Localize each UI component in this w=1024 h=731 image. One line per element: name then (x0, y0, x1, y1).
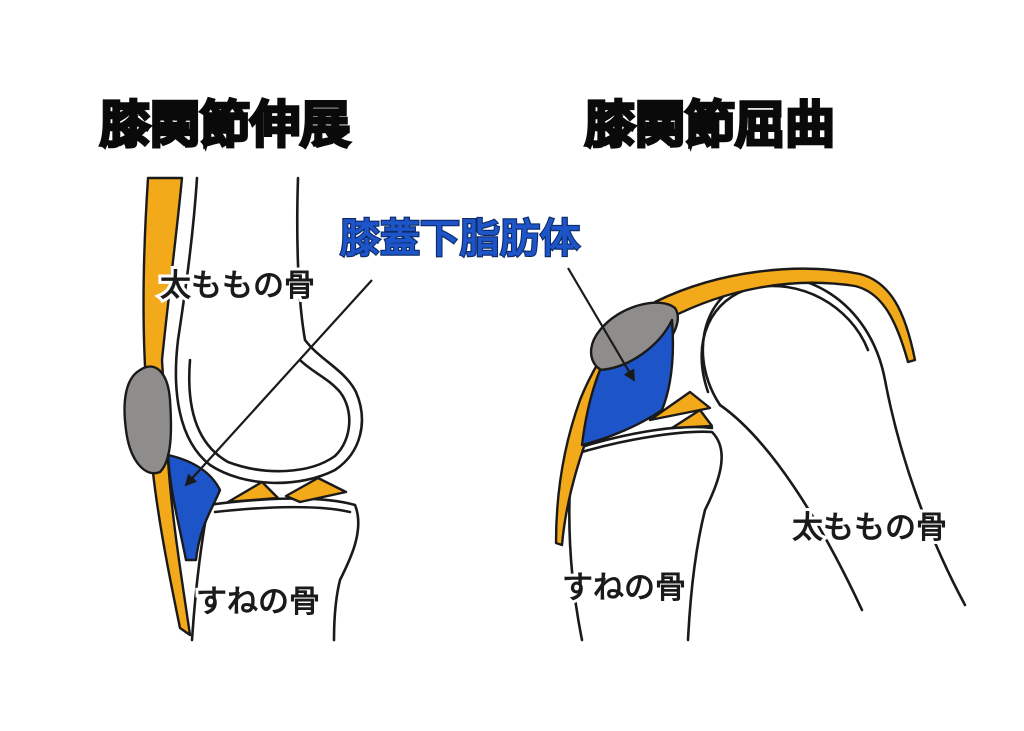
pointer-extension-fat-pad (184, 279, 373, 487)
extension-femur (174, 176, 364, 485)
flexion-meniscus-lower (670, 408, 714, 430)
title-flexion: 膝関節屈曲 (585, 96, 835, 154)
flexion-femur-back (718, 403, 864, 612)
extension-meniscus-left (226, 480, 280, 504)
extension-femur-label: 太ももの骨 (160, 268, 315, 304)
extension-tibia-plateau (213, 505, 352, 514)
flexion-meniscus-upper (648, 390, 712, 422)
extension-tibia-label: すねの骨 (196, 584, 320, 620)
flexion-femur-label: 太ももの骨 (792, 510, 947, 546)
extension-diagram (123, 176, 364, 642)
title-extension: 膝関節伸展 (100, 96, 350, 154)
extension-patella (123, 365, 173, 475)
flexion-tibia (570, 430, 723, 642)
extension-meniscus-right (284, 476, 348, 504)
flexion-diagram (554, 267, 967, 642)
extension-femur-inner (188, 358, 351, 473)
fat-pad-label: 膝蓋下脂肪体 (340, 216, 580, 262)
pointer-flexion-fat-pad (567, 267, 636, 382)
flexion-fat-pad (580, 318, 675, 447)
extension-ligament (142, 176, 192, 637)
flexion-tibia-label: すねの骨 (562, 570, 686, 606)
